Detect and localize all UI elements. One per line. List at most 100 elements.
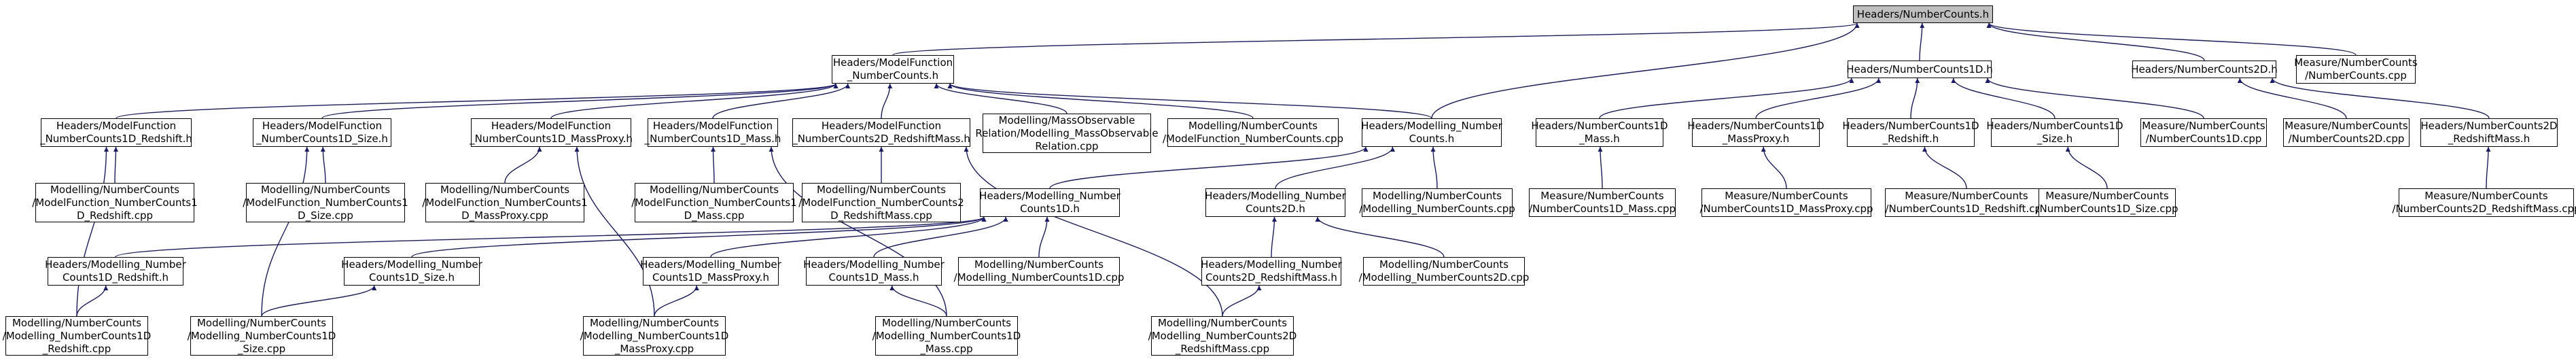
node-source[interactable]: Modelling/NumberCounts /Modelling_Number… xyxy=(3,316,151,356)
node-header[interactable]: Headers/Modelling_Number Counts2D.h xyxy=(1205,188,1346,217)
node-label: _NumberCounts2D_RedshiftMass.h xyxy=(792,133,970,145)
node-header[interactable]: Headers/ModelFunction _NumberCounts1D_Ma… xyxy=(645,118,781,147)
node-header[interactable]: Headers/ModelFunction _NumberCounts1D_Si… xyxy=(253,118,391,147)
node-root-header[interactable]: Headers/NumberCounts.h xyxy=(1853,5,1993,23)
node-header[interactable]: Headers/Modelling_Number Counts1D_Redshi… xyxy=(45,257,186,286)
node-source[interactable]: Modelling/NumberCounts /Modelling_Number… xyxy=(954,257,1124,286)
node-label: Counts1D.h xyxy=(1020,203,1080,215)
node-label: Headers/NumberCounts1D xyxy=(1531,120,1668,132)
node-label: /Modelling_NumberCounts.cpp xyxy=(1359,203,1515,215)
node-label: Modelling/NumberCounts xyxy=(440,183,570,196)
node-label: Modelling/NumberCounts xyxy=(974,258,1104,271)
node-source[interactable]: Measure/NumberCounts /NumberCounts2D.cpp xyxy=(2283,118,2410,147)
node-source[interactable]: Measure/NumberCounts /NumberCounts1D.cpp xyxy=(2140,118,2267,147)
node-label: Measure/NumberCounts xyxy=(2294,56,2418,69)
node-source[interactable]: Modelling/NumberCounts /ModelFunction_Nu… xyxy=(631,183,797,222)
node-header[interactable]: Headers/ModelFunction _NumberCounts1D_Re… xyxy=(40,118,192,147)
node-header[interactable]: Headers/NumberCounts1D _MassProxy.h xyxy=(1687,118,1824,147)
node-label: Modelling/NumberCounts xyxy=(649,183,779,196)
include-edge xyxy=(320,146,326,184)
node-label: Modelling/NumberCounts xyxy=(881,316,1012,329)
node-label: /NumberCounts.cpp xyxy=(2305,69,2407,82)
node-source[interactable]: Measure/NumberCounts /NumberCounts2D_Red… xyxy=(2393,188,2576,217)
node-label: /Modelling_NumberCounts1D xyxy=(187,329,336,342)
node-label: /NumberCounts2D_RedshiftMass.cpp xyxy=(2392,203,2576,215)
node-label: _MassProxy.cpp xyxy=(614,342,694,355)
node-label: Headers/ModelFunction xyxy=(262,120,383,132)
node-label: Headers/ModelFunction xyxy=(821,120,942,132)
node-label: Counts1D_MassProxy.h xyxy=(652,271,769,284)
include-edge xyxy=(1315,216,1445,258)
node-header[interactable]: Headers/NumberCounts2D _RedshiftMass.h xyxy=(2420,118,2558,147)
node-label: D_Size.cpp xyxy=(298,209,353,222)
include-edge xyxy=(892,22,1860,56)
node-label: Counts1D_Size.h xyxy=(368,271,455,284)
node-source[interactable]: Modelling/NumberCounts /Modelling_Number… xyxy=(580,316,729,356)
include-edge xyxy=(964,146,1223,317)
include-edge xyxy=(2065,146,2108,189)
node-label: _Redshift.cpp xyxy=(42,342,111,355)
node-source[interactable]: Measure/NumberCounts /NumberCounts1D_Red… xyxy=(1885,188,2048,217)
node-label: Measure/NumberCounts xyxy=(2045,190,2169,202)
node-source[interactable]: Measure/NumberCounts /NumberCounts.cpp xyxy=(2294,55,2418,84)
node-header[interactable]: Headers/Modelling_Number Counts1D_Size.h xyxy=(341,257,482,286)
node-header[interactable]: Headers/ModelFunction _NumberCounts2D_Re… xyxy=(792,118,970,147)
node-label: _Redshift.h xyxy=(1882,133,1939,145)
node-header[interactable]: Headers/ModelFunction _NumberCounts1D_Ma… xyxy=(470,118,633,147)
node-header[interactable]: Headers/Modelling_Number Counts.h xyxy=(1361,118,1502,147)
node-source[interactable]: Modelling/NumberCounts /Modelling_Number… xyxy=(1359,257,1529,286)
node-label: /Modelling_NumberCounts1D xyxy=(580,329,729,342)
node-label: /Modelling_NumberCounts1D xyxy=(872,329,1021,342)
node-header[interactable]: Headers/ModelFunction _NumberCounts.h xyxy=(832,55,954,84)
node-source[interactable]: Measure/NumberCounts /NumberCounts1D_Siz… xyxy=(2036,188,2178,217)
node-header[interactable]: Headers/NumberCounts1D.h xyxy=(1846,61,1993,78)
node-header[interactable]: Headers/NumberCounts1D _Size.h xyxy=(1986,118,2123,147)
node-header[interactable]: Headers/Modelling_Number Counts1D_MassPr… xyxy=(640,257,781,286)
node-label: /ModelFunction_NumberCounts.cpp xyxy=(1162,133,1344,145)
node-source[interactable]: Modelling/NumberCounts /ModelFunction_Nu… xyxy=(422,183,588,222)
node-label: Headers/Modelling_Number xyxy=(1205,190,1346,202)
node-source[interactable]: Modelling/NumberCounts /ModelFunction_Nu… xyxy=(1163,118,1343,147)
node-label: Headers/Modelling_Number xyxy=(1201,258,1342,271)
node-source[interactable]: Modelling/NumberCounts /Modelling_Number… xyxy=(187,316,336,356)
node-header[interactable]: Headers/NumberCounts1D _Mass.h xyxy=(1531,118,1668,147)
node-label: _NumberCounts.h xyxy=(847,69,939,82)
node-header[interactable]: Headers/NumberCounts2D.h xyxy=(2131,61,2278,78)
node-header[interactable]: Headers/Modelling_Number Counts1D.h xyxy=(979,188,1121,217)
node-header[interactable]: Headers/NumberCounts1D _Redshift.h xyxy=(1842,118,1979,147)
node-label: Headers/NumberCounts.h xyxy=(1856,7,1990,20)
node-label: /ModelFunction_NumberCounts2 xyxy=(798,196,964,209)
node-label: Headers/ModelFunction xyxy=(56,120,177,132)
include-edge xyxy=(1430,146,1438,189)
node-source[interactable]: Modelling/NumberCounts /Modelling_Number… xyxy=(1148,316,1297,356)
node-header[interactable]: Headers/Modelling_Number Counts2D_Redshi… xyxy=(1201,257,1342,286)
node-source[interactable]: Modelling/MassObservable Relation/Modell… xyxy=(975,114,1159,153)
include-edge xyxy=(1951,78,2055,119)
node-source[interactable]: Modelling/NumberCounts /Modelling_Number… xyxy=(1359,188,1515,217)
node-source[interactable]: Measure/NumberCounts /NumberCounts1D_Mas… xyxy=(1699,188,1873,217)
node-source[interactable]: Modelling/NumberCounts /ModelFunction_Nu… xyxy=(32,183,198,222)
node-label: _MassProxy.h xyxy=(1722,133,1790,145)
include-edge xyxy=(1222,285,1262,317)
include-edge xyxy=(1985,78,2204,119)
node-source[interactable]: Modelling/NumberCounts /ModelFunction_Nu… xyxy=(798,183,964,222)
include-edge xyxy=(947,83,1432,119)
node-label: Modelling/NumberCounts xyxy=(260,183,391,196)
node-label: _Size.h xyxy=(2036,133,2073,145)
node-source[interactable]: Measure/NumberCounts /NumberCounts1D_Mas… xyxy=(1529,188,1676,217)
include-edge xyxy=(1910,78,1920,119)
include-edge xyxy=(889,285,947,317)
node-label: Modelling/NumberCounts xyxy=(1379,258,1509,271)
node-label: /NumberCounts2D.cpp xyxy=(2288,133,2405,145)
node-label: Headers/Modelling_Number xyxy=(341,258,482,271)
node-label: Headers/Modelling_Number xyxy=(803,258,945,271)
node-label: _Mass.cpp xyxy=(920,342,973,355)
node-source[interactable]: Modelling/NumberCounts /Modelling_Number… xyxy=(872,316,1021,356)
node-header[interactable]: Headers/Modelling_Number Counts1D_Mass.h xyxy=(803,257,945,286)
node-label: /Modelling_NumberCounts2D xyxy=(1148,329,1297,342)
node-source[interactable]: Modelling/NumberCounts /ModelFunction_Nu… xyxy=(243,183,408,222)
include-edge xyxy=(711,146,716,184)
node-label: Measure/NumberCounts xyxy=(1905,190,2028,202)
include-edge xyxy=(550,83,839,119)
